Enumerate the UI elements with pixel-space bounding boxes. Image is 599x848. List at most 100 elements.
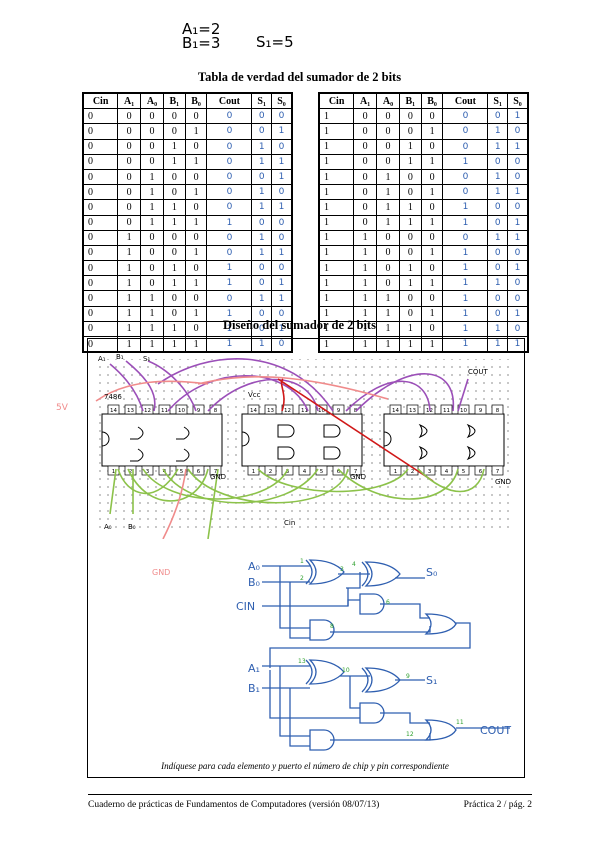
table-cell: 1 [318,214,355,231]
pin-number: 10 [318,408,325,414]
table-cell: 1 [353,275,378,292]
column-header: S₀ [270,92,293,110]
table-cell: 0 [487,108,508,125]
table-cell: 0 [82,108,119,125]
table-cell: 1 [442,260,489,277]
table-cell: 0 [82,260,119,277]
table-cell: 0 [376,153,400,170]
table-cell: 0 [82,184,119,201]
pin-number: 13 [267,408,274,414]
table-cell: 1 [184,123,208,140]
table-cell: 0 [251,260,272,277]
table-cell: 1 [398,336,422,353]
column-header: B₁ [398,92,422,110]
table-cell: 0 [420,168,444,186]
table-cell: 0 [117,123,142,140]
table-cell: 1 [251,244,272,262]
pin-number: 7 [214,469,218,475]
table-cell: 0 [487,214,508,231]
table-cell: 0 [82,214,119,231]
table-cell: 1 [162,199,186,216]
table-cell: 1 [376,199,400,216]
table-cell: 0 [140,275,164,292]
table-cell: 1 [353,260,378,277]
table-cell: 1 [140,199,164,216]
table-cell: 1 [117,260,142,277]
pin-number: 14 [110,408,117,414]
table-cell: 0 [206,153,253,170]
schematic-labels: A₀ B₀ CIN A₁ B₁ S₀ S₁ COUT [236,560,511,737]
table-cell: 1 [318,229,355,246]
handwritten-b1: B₁=3 [182,34,221,52]
table-cell: 1 [442,199,489,216]
table-cell: 1 [140,320,164,338]
table-cell: 0 [184,168,208,186]
pin-number: 5 [320,469,324,475]
chip-pin [440,465,453,476]
table-cell: 0 [270,138,293,155]
table-cell: 0 [184,290,208,307]
pin-mark-11: 11 [456,719,464,726]
table-cell: 0 [270,184,293,201]
table-cell: 1 [398,153,422,170]
table-cell: 1 [140,290,164,307]
label-a1: A₁ [98,355,106,363]
chip-pin [247,404,260,415]
schematic-diagram: A₀ B₀ CIN A₁ B₁ S₀ S₁ COUT 1 2 3 4 6 8 9… [236,558,511,751]
table-cell: 0 [206,199,253,216]
table-cell: 0 [442,108,489,125]
table-cell: 0 [353,199,378,216]
table-cell: 0 [162,184,186,201]
table-cell: 1 [318,168,355,186]
pin-number: 10 [460,408,467,414]
table-cell: 1 [206,260,253,277]
pin-number: 11 [301,408,308,414]
table-cell: 1 [420,184,444,201]
pin-number: 2 [129,469,133,475]
table-cell: 0 [506,244,529,262]
table-cell: 1 [398,199,422,216]
table-cell: 1 [420,123,444,140]
chip-pin [192,465,205,476]
gnd-label-2: GND [350,473,366,481]
table-cell: 0 [398,290,422,307]
table-cell: 0 [270,229,293,246]
table-cell: 1 [487,184,508,201]
pin-number: 13 [127,408,134,414]
table-cell: 1 [442,275,489,292]
table-cell: 0 [270,305,293,322]
table-cell: 0 [376,138,400,155]
table-cell: 1 [487,138,508,155]
pin-number: 12 [144,408,151,414]
table-cell: 1 [251,336,272,353]
table-cell: 0 [442,184,489,201]
truth-table-title: Tabla de verdad del sumador de 2 bits [197,70,402,84]
table-cell: 0 [270,108,293,125]
table-cell: 0 [487,260,508,277]
table-cell: 0 [353,214,378,231]
chip-xor [101,413,223,467]
table-cell: 0 [140,260,164,277]
table-cell: 1 [318,108,355,125]
table-cell: 0 [506,168,529,186]
pin-mark-4: 4 [352,561,356,568]
table-cell: 0 [162,123,186,140]
table-cell: 1 [270,168,293,186]
table-cell: 1 [376,184,400,201]
column-header: S₁ [251,92,272,110]
table-cell: 0 [376,260,400,277]
footer: Cuaderno de prácticas de Fundamentos de … [88,800,532,810]
table-cell: 0 [117,138,142,155]
table-cell: 0 [184,108,208,125]
pin-number: 9 [337,408,341,414]
chip-pin [389,404,402,415]
pin-number: 2 [269,469,273,475]
